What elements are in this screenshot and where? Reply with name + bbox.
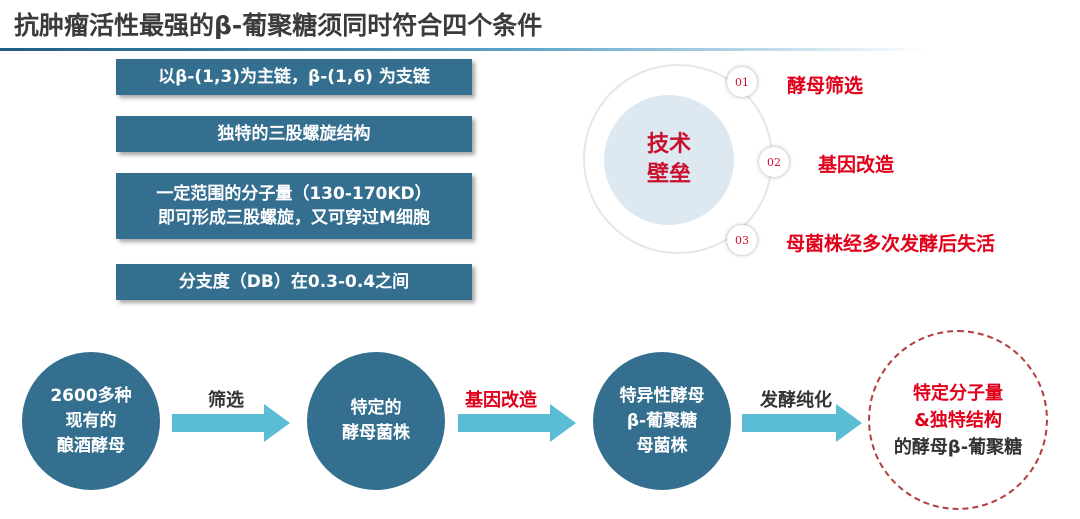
barrier-center-line-1: 技术	[646, 132, 691, 157]
barrier-center-line-2: 壁垒	[646, 162, 691, 187]
condition-1-text: 以β-(1,3)为主链，β-(1,6) 为支链	[158, 67, 430, 87]
step-label-2: 基因改造	[818, 154, 895, 176]
condition-box-1: 以β-(1,3)为主链，β-(1,6) 为支链	[116, 59, 472, 95]
condition-2-text: 独特的三股螺旋结构	[217, 124, 371, 144]
arrow-label-1: 筛选	[208, 390, 244, 411]
step-number-1: 01	[727, 67, 757, 97]
flow-node-1-line-3: 酿酒酵母	[57, 435, 125, 456]
final-product-circle: 特定分子量 &独特结构 的酵母β-葡聚糖	[868, 330, 1048, 510]
flow-node-3: 特异性酵母 β-葡聚糖 母菌株	[593, 352, 731, 490]
arrow-label-2: 基因改造	[465, 390, 537, 411]
arrow-label-3: 发酵纯化	[760, 390, 832, 411]
arrow-right-icon-3	[742, 404, 862, 442]
flow-node-1: 2600多种 现有的 酿酒酵母	[22, 352, 160, 490]
step-label-3: 母菌株经多次发酵后失活	[786, 233, 996, 255]
step-number-2: 02	[759, 147, 789, 177]
flow-node-3-line-1: 特异性酵母	[619, 385, 705, 406]
flow-node-2: 特定的 酵母菌株	[307, 352, 445, 490]
page-title: 抗肿瘤活性最强的β-葡聚糖须同时符合四个条件	[14, 11, 543, 40]
final-line-1: 特定分子量	[913, 382, 1003, 404]
condition-3-line-1: 一定范围的分子量（130-170KD）	[156, 184, 432, 204]
flow-node-2-line-1: 特定的	[350, 398, 402, 418]
barrier-center: 技术 壁垒	[604, 95, 734, 225]
title-underline	[0, 48, 930, 51]
condition-3-line-2: 即可形成三股螺旋，又可穿过M细胞	[158, 208, 430, 228]
arrow-right-icon-1	[172, 404, 290, 442]
final-line-3: 的酵母β-葡聚糖	[893, 436, 1023, 458]
condition-box-3: 一定范围的分子量（130-170KD） 即可形成三股螺旋，又可穿过M细胞	[116, 173, 472, 239]
final-line-2: &独特结构	[914, 409, 1002, 431]
flow-node-3-line-3: 母菌株	[636, 435, 688, 456]
flow-node-2-line-2: 酵母菌株	[342, 423, 410, 443]
flow-node-3-line-2: β-葡聚糖	[626, 410, 698, 431]
condition-box-2: 独特的三股螺旋结构	[116, 116, 472, 152]
flow-node-1-line-2: 现有的	[65, 410, 117, 431]
condition-4-text: 分支度（DB）在0.3-0.4之间	[178, 272, 410, 292]
step-number-3: 03	[727, 225, 757, 255]
step-label-1: 酵母筛选	[787, 75, 864, 97]
condition-box-4: 分支度（DB）在0.3-0.4之间	[116, 264, 472, 300]
arrow-right-icon-2	[458, 404, 576, 442]
flow-node-1-line-1: 2600多种	[50, 385, 132, 406]
